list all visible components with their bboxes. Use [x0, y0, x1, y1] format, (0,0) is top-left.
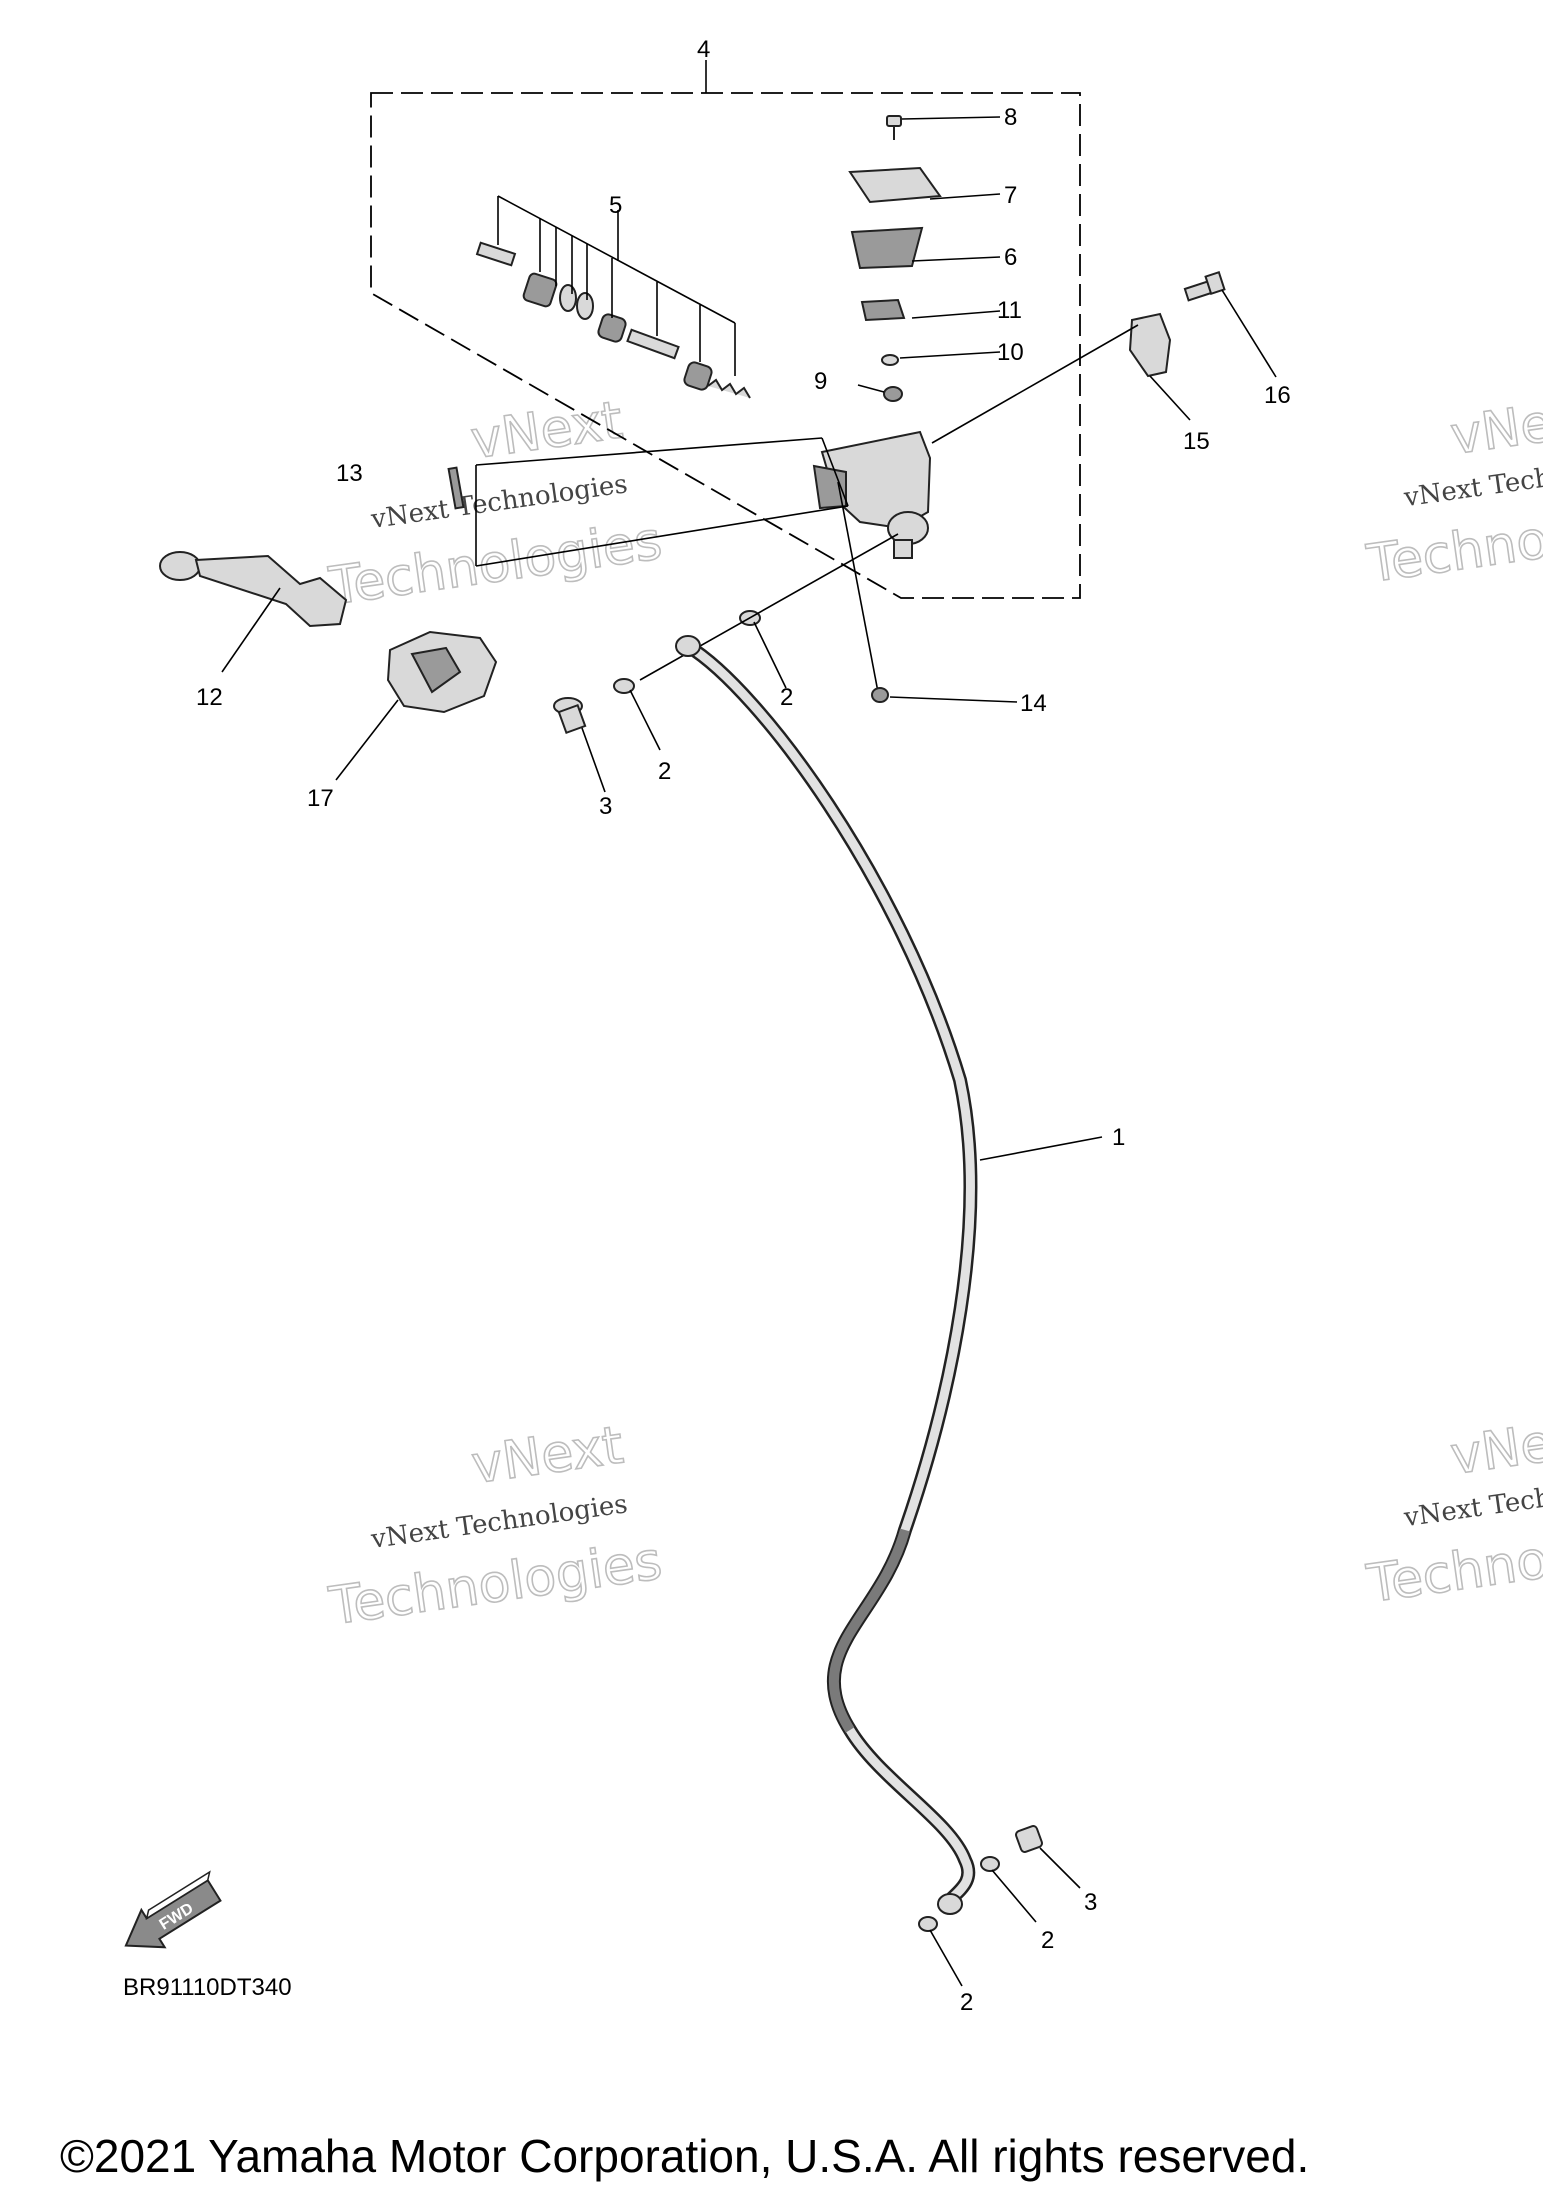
part-11-diaphragm	[860, 298, 906, 322]
part-8-screw	[886, 115, 902, 140]
callout-3-upper: 3	[599, 793, 612, 820]
watermark-top-right: vNext vNext Technologies Technologies	[1362, 386, 1543, 596]
part-3-bolt-bottom	[1015, 1825, 1043, 1853]
callout-2-upper-right: 2	[780, 684, 793, 711]
watermark-bottom-left: vNext vNext Technologies Technologies	[325, 1415, 667, 1638]
callout-8: 8	[1004, 104, 1017, 131]
watermark-big-top: vNext	[468, 1415, 627, 1496]
part-2-washer-4	[918, 1916, 938, 1932]
copyright-notice: ©2021 Yamaha Motor Corporation, U.S.A. A…	[60, 2130, 1309, 2182]
part-13-bracket	[447, 437, 849, 567]
part-3-bolt-top	[553, 697, 587, 735]
master-cylinder-body	[812, 430, 932, 559]
part-2-washer-3	[980, 1856, 1000, 1872]
part-16-bolt	[1183, 271, 1226, 302]
callout-14: 14	[1020, 690, 1047, 717]
callout-5: 5	[609, 192, 622, 219]
part-1-hose	[675, 635, 978, 1915]
callout-13: 13	[336, 460, 363, 487]
callout-15: 15	[1183, 428, 1210, 455]
callout-2-upper-left: 2	[658, 758, 671, 785]
part-9-grommet	[883, 386, 903, 402]
callout-4: 4	[697, 36, 710, 63]
part-17-switch	[386, 630, 498, 714]
callout-2-lower-left: 2	[960, 1989, 973, 2016]
watermark-big-top: vNext	[1447, 386, 1543, 467]
watermark-bottom-right: vNext vNext Technologies Technologies	[1362, 1406, 1543, 1616]
part-15-clamp	[1128, 312, 1172, 378]
part-5-leader-bracket	[497, 195, 736, 376]
callout-2-lower-right: 2	[1041, 1927, 1054, 1954]
callout-7: 7	[1004, 182, 1017, 209]
part-10-ring	[881, 354, 899, 366]
part-6-holder	[850, 226, 924, 270]
callout-10: 10	[997, 339, 1024, 366]
callout-16: 16	[1264, 382, 1291, 409]
callout-12: 12	[196, 684, 223, 711]
part-12-lever	[159, 551, 348, 628]
callout-6: 6	[1004, 244, 1017, 271]
callout-1: 1	[1112, 1124, 1125, 1151]
assembly-outline	[370, 92, 1081, 599]
diagram-code: BR91110DT340	[123, 1974, 292, 2001]
watermark-top-left: vNext vNext Technologies Technologies	[325, 390, 667, 618]
fwd-arrow-icon: FWD	[124, 1870, 222, 1949]
part-2-washer-1	[613, 678, 635, 694]
part-14-nut	[871, 687, 889, 703]
callout-3-lower: 3	[1084, 1889, 1097, 1916]
callout-17: 17	[307, 785, 334, 812]
part-7-cap	[848, 166, 942, 204]
callout-9: 9	[814, 368, 827, 395]
callout-11: 11	[997, 297, 1022, 324]
part-5-piston-kit	[475, 241, 751, 399]
watermark-big-top: vNext	[1447, 1406, 1543, 1487]
